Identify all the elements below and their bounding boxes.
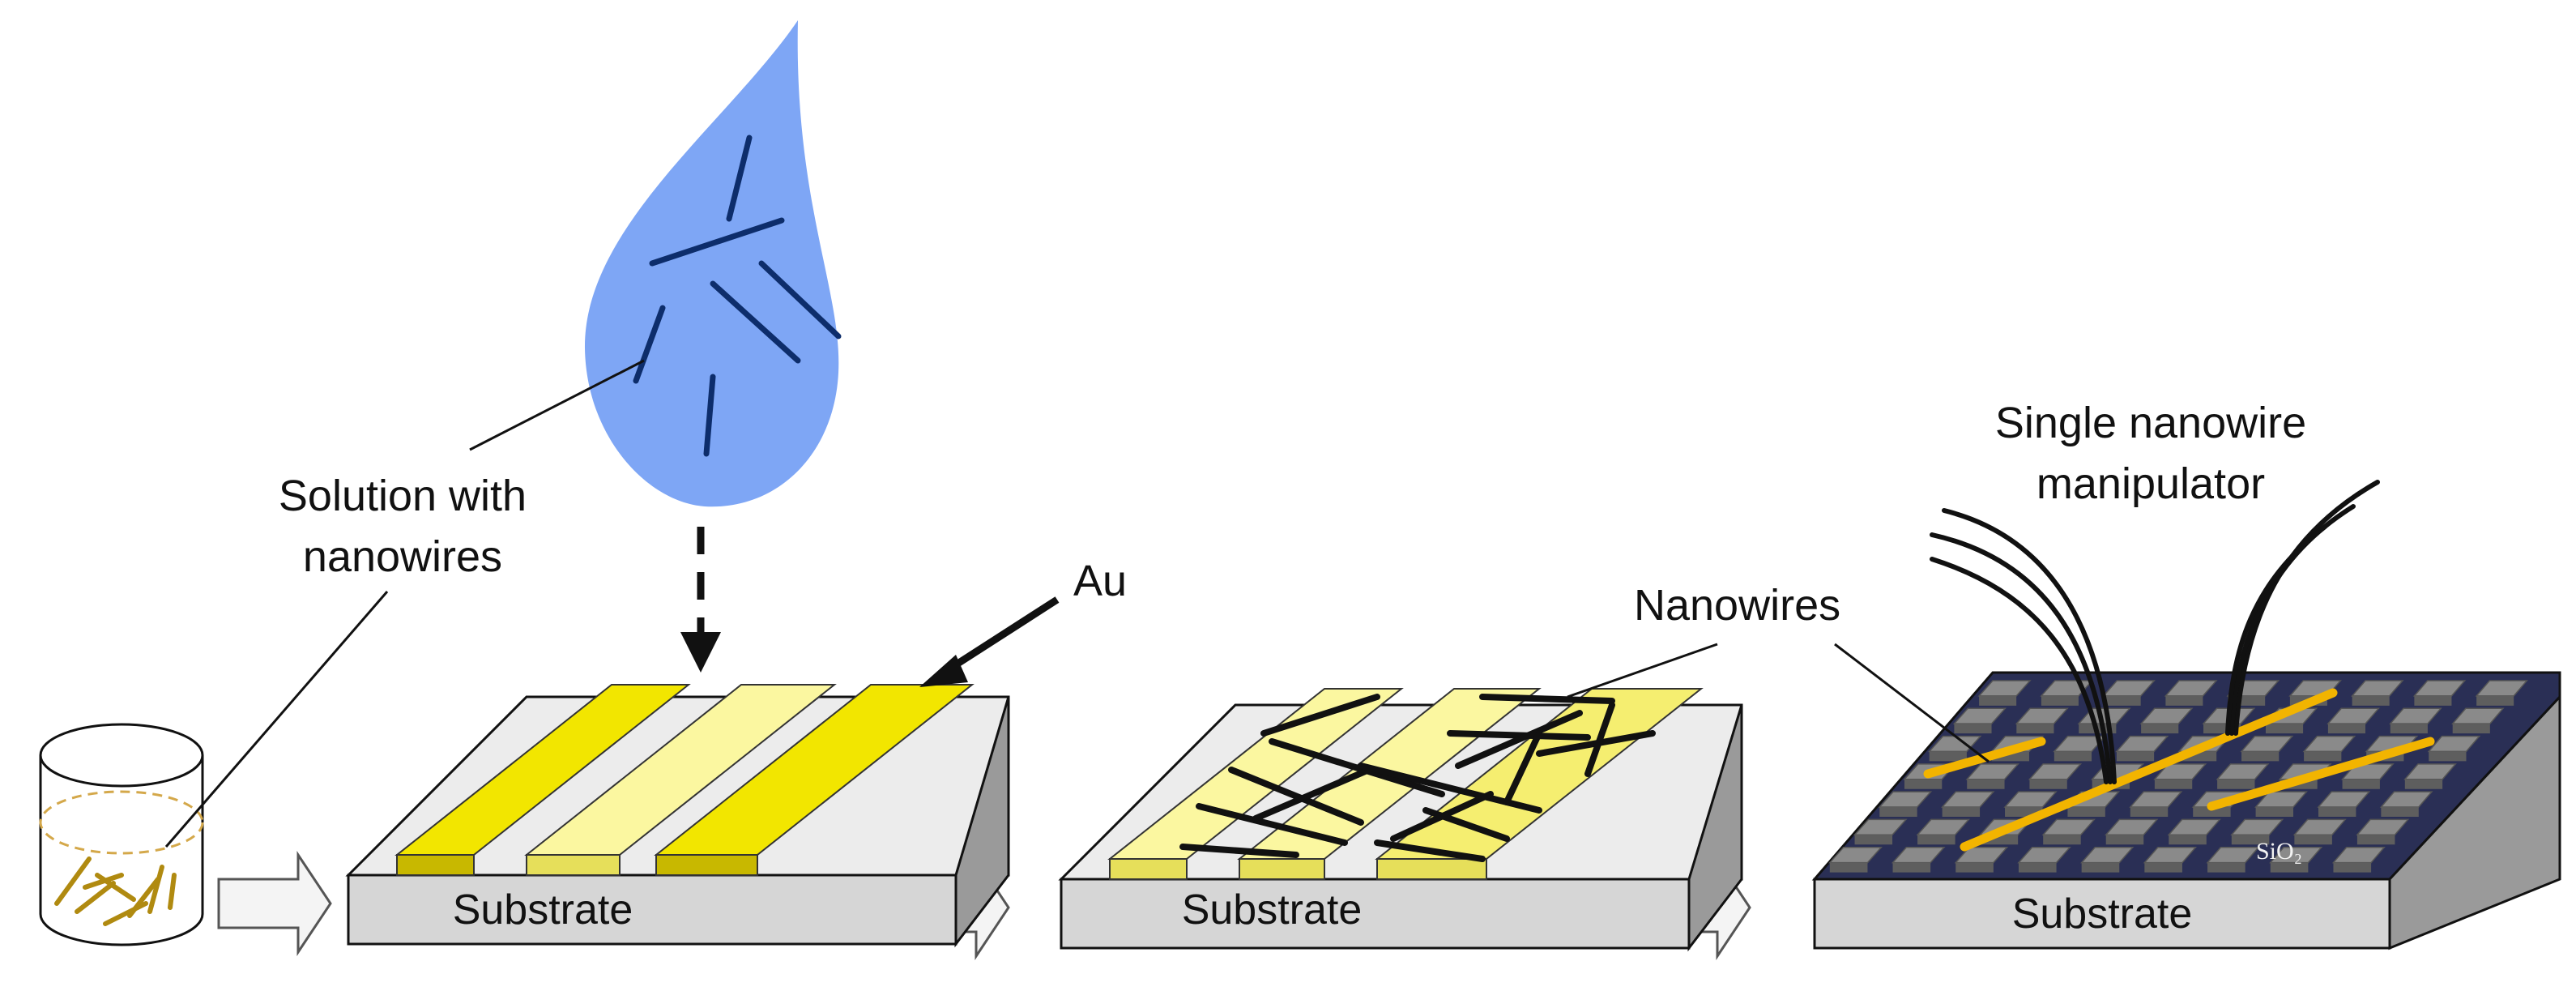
manipulator-probes: [1930, 480, 2380, 784]
sio2-block-side: [2352, 695, 2390, 706]
nanowires-label: Nanowires: [1634, 581, 1840, 630]
sio2-block-side: [1879, 807, 1917, 817]
substrate-label-2: Substrate: [1182, 886, 1363, 933]
sio2-block-side: [1892, 862, 1931, 873]
gold-electrodes: [395, 684, 975, 876]
au-arrow: [919, 596, 1060, 687]
sio2-block-side: [2452, 724, 2490, 734]
sio2-block-side: [2154, 779, 2193, 789]
sio2-block-side: [2304, 751, 2342, 762]
sio2-block-side: [2116, 751, 2155, 762]
substrate-1: Substrate: [345, 684, 1010, 948]
sio2-block-side: [2144, 862, 2182, 873]
sio2-block-side: [2041, 695, 2079, 706]
nanowires-leader-line: [1567, 643, 1718, 698]
solution-droplet: [469, 20, 842, 507]
solution-leader-line: [469, 359, 645, 451]
sio2-block-side: [2381, 807, 2419, 817]
dashed-arrow-down: [680, 527, 721, 673]
liquid-level: [39, 790, 204, 855]
sio2-block-side: [2390, 724, 2428, 734]
sio2-block-side: [2414, 695, 2452, 706]
substrate-2: Substrate: [1058, 643, 1743, 952]
sio2-block-side: [1942, 807, 1981, 817]
sio2-block-side: [2342, 779, 2380, 789]
sio2-label: SiO₂: [2256, 838, 2302, 865]
sio2-block-side: [2016, 724, 2054, 734]
sio2-block-side: [2255, 807, 2294, 817]
sio2-block-side: [2103, 695, 2141, 706]
sio2-block-side: [2029, 779, 2067, 789]
nanowires-leader-line-2: [1834, 643, 1990, 763]
sio2-block-side: [2054, 751, 2092, 762]
sio2-block-side: [2165, 695, 2203, 706]
sio2-block-side: [2018, 862, 2057, 873]
flow-arrow-1: [217, 851, 332, 956]
au-label: Au: [1073, 557, 1127, 605]
sio2-block-side: [2130, 807, 2169, 817]
sio2-block-side: [2043, 835, 2081, 845]
droplet-nanowires: [633, 135, 842, 457]
substrate-label-1: Substrate: [453, 886, 633, 933]
sio2-block-side: [2333, 862, 2372, 873]
sio2-block-side: [2265, 724, 2304, 734]
sio2-block-side: [2217, 779, 2255, 789]
sio2-block-side: [1854, 835, 1893, 845]
sio2-block-side: [1955, 862, 1994, 873]
sio2-block-side: [2081, 862, 2120, 873]
sio2-block-side: [1979, 695, 2017, 706]
droplet-shape: [584, 20, 839, 507]
sio2-block-side: [2327, 724, 2366, 734]
sio2-block-side: [2270, 862, 2309, 873]
sio2-block-side: [2318, 807, 2356, 817]
sio2-block-side: [1929, 751, 1967, 762]
solution-label-line2: nanowires: [303, 532, 502, 581]
sio2-block-side: [2429, 751, 2467, 762]
sio2-block-side: [1917, 835, 1955, 845]
manipulator-label-line2: manipulator: [2036, 459, 2265, 508]
sio2-block-side: [2294, 835, 2332, 845]
sio2-block-side: [2141, 724, 2179, 734]
sio2-block-side: [2193, 807, 2231, 817]
beaker-nanowires: [54, 856, 177, 926]
sio2-block-side: [2404, 779, 2443, 789]
sio2-block-side: [2231, 835, 2270, 845]
sio2-block-side: [1904, 779, 1943, 789]
sio2-block-side: [2207, 862, 2245, 873]
random-nanowires: [1179, 694, 1656, 862]
sio2-block-side: [2067, 807, 2105, 817]
solution-label-line1: Solution with: [279, 472, 527, 520]
sio2-block-side: [1967, 779, 2005, 789]
sio2-block-side: [2356, 835, 2395, 845]
sio2-block-side: [1954, 724, 1992, 734]
sio2-block-side: [1829, 862, 1868, 873]
sio2-block-side: [2169, 835, 2207, 845]
beaker-leader-line: [164, 591, 389, 848]
sio2-block-side: [2241, 751, 2280, 762]
sio2-block-side: [2476, 695, 2514, 706]
beaker: [39, 591, 389, 946]
manipulator-label-line1: Single nanowire: [1995, 399, 2306, 447]
substrate-3: SiO₂ Substrate: [1811, 643, 2561, 950]
substrate-label-3: Substrate: [2012, 891, 2193, 938]
sio2-block-side: [2105, 835, 2144, 845]
